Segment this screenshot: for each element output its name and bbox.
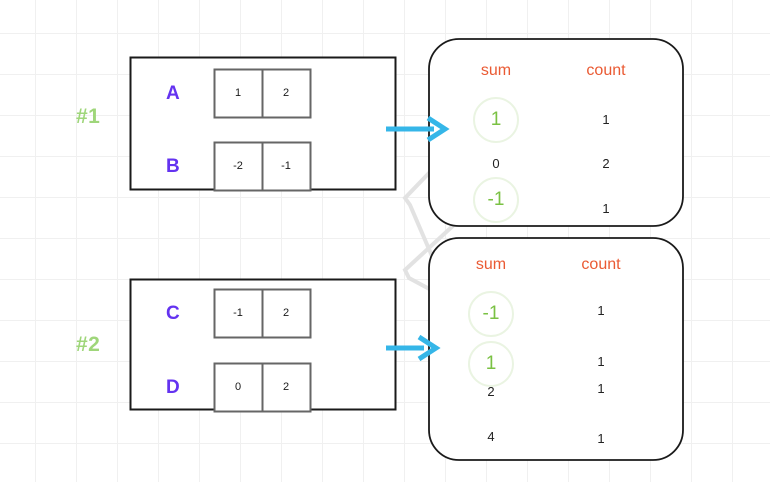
input-box-2-row-c-cells xyxy=(213,288,312,339)
table-bottom-count-2: 1 xyxy=(597,381,605,396)
input-cell-a-0: 1 xyxy=(234,87,242,99)
input-cell-a-1: 2 xyxy=(282,87,290,99)
table-top-count-0: 1 xyxy=(602,112,610,127)
table-bottom-count-3: 1 xyxy=(597,431,605,446)
table-bottom-header-sum: sum xyxy=(475,256,507,273)
group-label-1: #1 xyxy=(76,105,101,128)
input-cell-c-0: -1 xyxy=(233,307,243,319)
input-row-label-d: D xyxy=(166,377,180,398)
table-top-header-count: count xyxy=(586,62,626,79)
input-box-1-row-b-cells xyxy=(213,141,312,192)
input-row-label-a: A xyxy=(166,83,180,104)
input-cell-d-0: 0 xyxy=(234,381,242,393)
table-bottom-count-1: 1 xyxy=(597,354,605,369)
table-top-count-1: 2 xyxy=(602,156,610,171)
input-cell-b-0: -2 xyxy=(233,160,243,172)
arrow-right-icon-1-head xyxy=(426,115,450,143)
input-row-label-b: B xyxy=(166,156,180,177)
circle-highlight-icon xyxy=(468,291,514,337)
arrow-right-icon-2-head xyxy=(417,334,441,362)
table-bottom-sum-0: -1 xyxy=(482,303,500,324)
arrow-group xyxy=(386,115,450,362)
input-cell-b-1: -1 xyxy=(281,160,291,172)
highlight-circles-top xyxy=(473,97,519,223)
input-cell-c-1: 2 xyxy=(282,307,290,319)
highlight-circles-bottom xyxy=(468,291,514,387)
group-label-2: #2 xyxy=(76,333,101,356)
table-bottom-sum-1: 1 xyxy=(485,353,497,374)
table-bottom-sum-3: 4 xyxy=(487,429,495,444)
table-bottom-sum-2: 2 xyxy=(487,384,495,399)
circle-highlight-icon xyxy=(473,97,519,143)
input-box-1-row-a-cells xyxy=(213,68,312,119)
table-top-sum-1: 0 xyxy=(492,156,500,171)
input-row-label-c: C xyxy=(166,303,180,324)
table-top-sum-0: 1 xyxy=(490,109,502,130)
table-top-sum-2: -1 xyxy=(487,189,505,210)
circle-highlight-icon xyxy=(468,341,514,387)
table-top-header-sum: sum xyxy=(480,62,512,79)
table-bottom-count-0: 1 xyxy=(597,303,605,318)
table-bottom-header-count: count xyxy=(581,256,621,273)
input-cell-d-1: 2 xyxy=(282,381,290,393)
input-box-2-row-d-cells xyxy=(213,362,312,413)
circle-highlight-icon xyxy=(473,177,519,223)
table-top-count-2: 1 xyxy=(602,201,610,216)
